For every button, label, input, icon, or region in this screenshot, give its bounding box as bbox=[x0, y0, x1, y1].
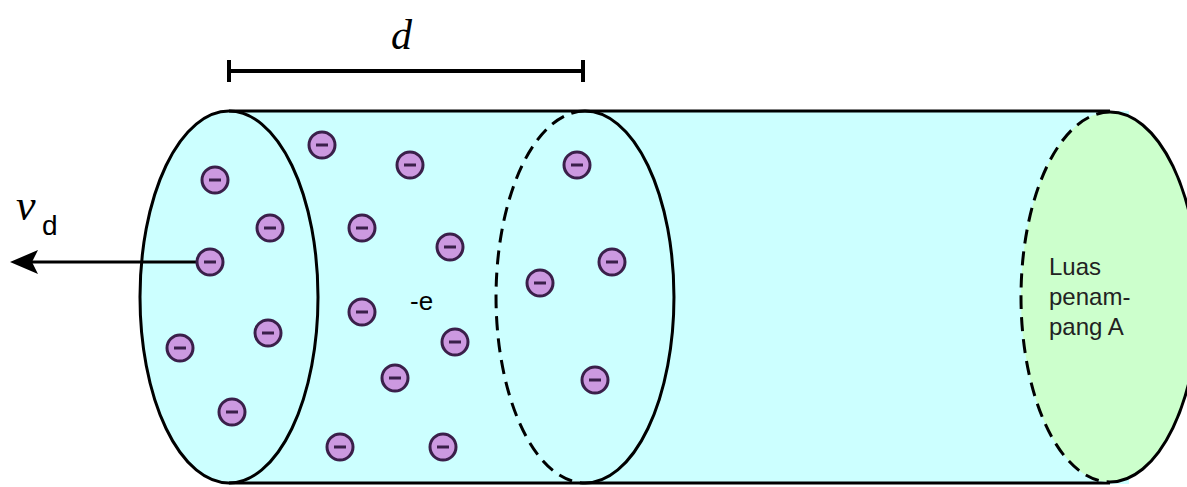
minus-sign bbox=[209, 179, 221, 182]
minus-sign bbox=[334, 446, 346, 449]
electron bbox=[349, 215, 375, 241]
electron bbox=[255, 320, 281, 346]
arrow-head bbox=[10, 250, 38, 274]
cylinder-edge bbox=[229, 110, 1110, 113]
minus-sign bbox=[449, 341, 461, 344]
velocity-symbol: v bbox=[16, 184, 36, 228]
electron bbox=[397, 152, 423, 178]
electron bbox=[349, 299, 375, 325]
minus-sign bbox=[589, 379, 601, 382]
minus-sign bbox=[262, 332, 274, 335]
minus-sign bbox=[389, 377, 401, 380]
electron bbox=[167, 335, 193, 361]
dimension-line bbox=[229, 69, 583, 73]
dimension-label: d bbox=[391, 14, 412, 56]
electron bbox=[582, 367, 608, 393]
electron bbox=[564, 152, 590, 178]
velocity-arrow bbox=[30, 261, 196, 264]
electron bbox=[437, 234, 463, 260]
electrons bbox=[167, 132, 625, 460]
electron bbox=[309, 132, 335, 158]
electron bbox=[599, 249, 625, 275]
dimension-tick bbox=[227, 60, 231, 82]
minus-sign bbox=[356, 227, 368, 230]
minus-sign bbox=[264, 227, 276, 230]
minus-sign bbox=[606, 261, 618, 264]
minus-sign bbox=[437, 446, 449, 449]
cylinder-end bbox=[140, 111, 318, 483]
minus-sign bbox=[534, 282, 546, 285]
velocity-subscript: d bbox=[42, 212, 58, 240]
electron bbox=[257, 215, 283, 241]
section-arc bbox=[585, 111, 674, 483]
minus-sign bbox=[226, 411, 238, 414]
electron bbox=[527, 270, 553, 296]
electron bbox=[202, 167, 228, 193]
minus-sign bbox=[571, 164, 583, 167]
dimension-tick bbox=[581, 60, 585, 82]
face-label: Luas penam- pang A bbox=[1049, 252, 1161, 342]
charge-label: -e bbox=[410, 288, 433, 314]
cross-section-face: Luas penam- pang A bbox=[1021, 111, 1187, 483]
electron bbox=[442, 329, 468, 355]
electron bbox=[382, 365, 408, 391]
minus-sign bbox=[316, 144, 328, 147]
minus-sign bbox=[204, 261, 216, 264]
minus-sign bbox=[444, 246, 456, 249]
electron bbox=[430, 434, 456, 460]
electron bbox=[327, 434, 353, 460]
minus-sign bbox=[356, 311, 368, 314]
cylinder-edge bbox=[229, 482, 1110, 485]
minus-sign bbox=[404, 164, 416, 167]
electron bbox=[219, 399, 245, 425]
face-fill bbox=[1021, 112, 1187, 482]
cylinder-body bbox=[229, 111, 1129, 484]
electron bbox=[197, 249, 223, 275]
minus-sign bbox=[174, 347, 186, 350]
